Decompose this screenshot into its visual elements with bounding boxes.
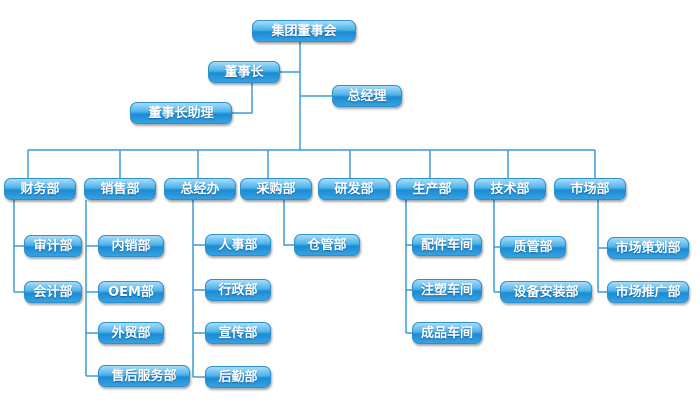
dept-finance[interactable]: 财务部 <box>4 178 76 200</box>
sub-logistics[interactable]: 后勤部 <box>205 366 271 388</box>
dept-production[interactable]: 生产部 <box>396 178 468 200</box>
dept-marketing[interactable]: 市场部 <box>554 178 626 200</box>
chairman-assistant-node[interactable]: 董事长助理 <box>130 102 232 124</box>
board-node[interactable]: 集团董事会 <box>252 20 356 42</box>
dept-purchasing[interactable]: 采购部 <box>240 178 312 200</box>
general-manager-node[interactable]: 总经理 <box>332 85 402 107</box>
sub-accounting[interactable]: 会计部 <box>24 281 82 303</box>
sub-warehouse[interactable]: 仓管部 <box>294 234 360 256</box>
sub-publicity[interactable]: 宣传部 <box>205 322 271 344</box>
sub-injection-workshop[interactable]: 注塑车间 <box>412 279 482 301</box>
sub-market-planning[interactable]: 市场策划部 <box>607 237 689 259</box>
sub-oem[interactable]: OEM部 <box>98 281 164 303</box>
sub-finished-workshop[interactable]: 成品车间 <box>412 322 482 344</box>
sub-quality[interactable]: 质管部 <box>500 236 566 258</box>
sub-parts-workshop[interactable]: 配件车间 <box>412 234 482 256</box>
sub-audit[interactable]: 审计部 <box>24 235 82 257</box>
sub-market-promotion[interactable]: 市场推广部 <box>607 281 689 303</box>
sub-admin[interactable]: 行政部 <box>205 279 271 301</box>
sub-hr[interactable]: 人事部 <box>205 234 271 256</box>
dept-gm-office[interactable]: 总经办 <box>164 178 236 200</box>
sub-equipment-install[interactable]: 设备安装部 <box>500 281 592 303</box>
sub-domestic-sales[interactable]: 内销部 <box>98 235 164 257</box>
chairman-node[interactable]: 董事长 <box>208 61 280 83</box>
sub-after-sales[interactable]: 售后服务部 <box>98 365 190 387</box>
dept-rnd[interactable]: 研发部 <box>318 178 390 200</box>
dept-sales[interactable]: 销售部 <box>84 178 156 200</box>
sub-foreign-trade[interactable]: 外贸部 <box>98 322 164 344</box>
dept-technology[interactable]: 技术部 <box>474 178 546 200</box>
